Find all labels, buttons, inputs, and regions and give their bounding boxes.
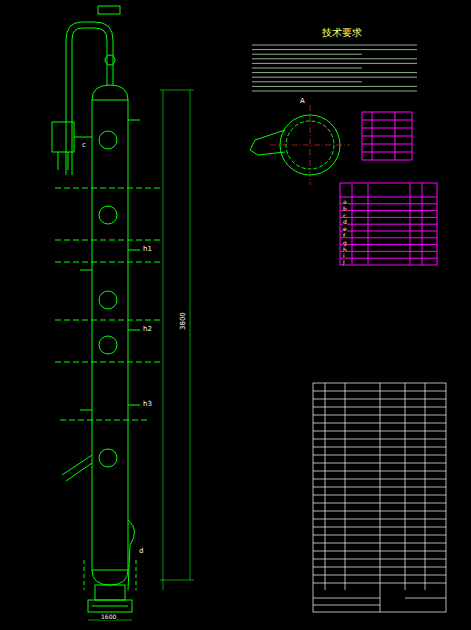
rule-line bbox=[313, 535, 446, 536]
drawing-label: A bbox=[300, 98, 305, 105]
rule-line bbox=[340, 244, 437, 245]
drawing-label: a bbox=[343, 199, 347, 205]
rule-line bbox=[313, 423, 446, 424]
rule-line bbox=[313, 605, 380, 606]
rule-line bbox=[313, 575, 446, 576]
rule-line bbox=[252, 68, 362, 69]
rule-line bbox=[252, 45, 417, 46]
rule-line bbox=[313, 447, 446, 448]
rule-line bbox=[252, 77, 417, 78]
rule-line bbox=[313, 431, 446, 432]
drawing-label: h1 bbox=[143, 246, 152, 253]
drawing-label: h3 bbox=[143, 401, 152, 408]
rule-line bbox=[340, 251, 437, 252]
rule-line bbox=[340, 258, 437, 259]
rule-line bbox=[362, 136, 412, 137]
rule-line bbox=[340, 217, 437, 218]
rule-line bbox=[313, 527, 446, 528]
rule-line bbox=[313, 439, 446, 440]
rule-line bbox=[313, 471, 446, 472]
rule-line bbox=[313, 567, 446, 568]
rule-line bbox=[340, 210, 437, 211]
rule-line bbox=[362, 128, 412, 129]
drawing-label: 1600 bbox=[101, 614, 116, 620]
rule-line bbox=[252, 49, 417, 50]
rule-line bbox=[313, 407, 446, 408]
drawing-label: e bbox=[343, 226, 347, 232]
rule-line bbox=[313, 559, 446, 560]
rule-line bbox=[340, 231, 437, 232]
rule-line bbox=[252, 54, 362, 55]
drawing-label: f bbox=[343, 233, 345, 239]
notes-heading: 技术要求 bbox=[322, 28, 362, 38]
rule-line bbox=[252, 86, 417, 87]
rule-line bbox=[313, 583, 446, 584]
rule-line bbox=[252, 63, 417, 64]
rule-line bbox=[362, 152, 412, 153]
rule-line bbox=[340, 224, 437, 225]
rule-line bbox=[313, 519, 446, 520]
drawing-label: 3800 bbox=[180, 312, 187, 330]
rule-line bbox=[313, 503, 446, 504]
rule-line bbox=[252, 91, 417, 92]
rule-line bbox=[313, 415, 446, 416]
rule-line bbox=[340, 197, 437, 198]
drawing-label: d bbox=[343, 219, 347, 225]
rule-line bbox=[313, 487, 446, 488]
rule-line bbox=[313, 543, 446, 544]
rule-line bbox=[362, 120, 412, 121]
drawing-label: j bbox=[343, 259, 345, 265]
rule-line bbox=[252, 58, 417, 59]
rule-line bbox=[313, 399, 446, 400]
rule-line bbox=[313, 551, 446, 552]
rule-line bbox=[252, 81, 362, 82]
drawing-label: d bbox=[139, 548, 143, 555]
drawing-label: c bbox=[82, 142, 86, 149]
rule-line bbox=[313, 495, 446, 496]
rule-line bbox=[362, 144, 412, 145]
rule-line bbox=[313, 463, 446, 464]
drawing-label: g bbox=[343, 240, 347, 246]
rule-line bbox=[313, 598, 380, 599]
drawing-label: b bbox=[343, 206, 347, 212]
rule-line bbox=[313, 391, 446, 392]
drawing-label: h2 bbox=[143, 326, 152, 333]
rule-line bbox=[313, 479, 446, 480]
rule-line bbox=[313, 511, 446, 512]
rule-line bbox=[340, 237, 437, 238]
rule-line bbox=[340, 203, 437, 204]
rule-line bbox=[313, 455, 446, 456]
rule-line bbox=[252, 72, 417, 73]
